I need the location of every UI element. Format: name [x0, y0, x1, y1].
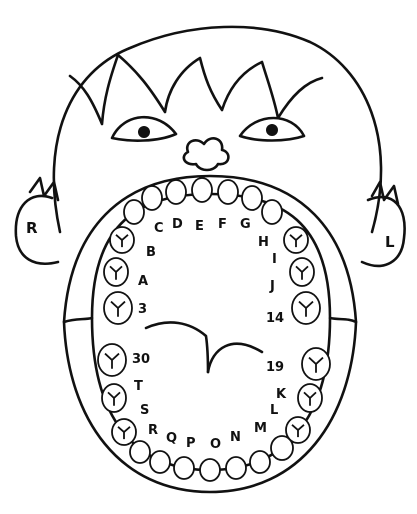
cheek-line-left — [330, 318, 356, 322]
upper-tooth-9 — [242, 186, 262, 210]
left-pupil — [266, 124, 278, 136]
tooth-label-N: N — [230, 430, 241, 445]
upper-tooth-6 — [166, 180, 186, 204]
lower-tooth-6 — [174, 457, 194, 479]
tooth-label-D: D — [172, 217, 183, 232]
nose — [184, 138, 229, 170]
tooth-label-E: E — [195, 219, 204, 234]
upper-tooth-8 — [218, 180, 238, 204]
tooth-label-J: J — [269, 279, 275, 294]
tooth-label-P: P — [186, 436, 196, 451]
upper-tooth-5 — [142, 186, 162, 210]
lower-tooth-9 — [250, 451, 270, 473]
teeth-group — [98, 178, 330, 481]
head-outline — [54, 27, 381, 232]
tooth-label-H: H — [258, 235, 269, 250]
tooth-label-3: 3 — [138, 302, 147, 317]
tongue-right — [208, 344, 262, 372]
tooth-label-L: L — [270, 403, 278, 418]
tooth-label-K: K — [276, 387, 287, 402]
side-label-right: R — [26, 219, 38, 237]
tooth-label-C: C — [154, 221, 164, 236]
lower-tooth-4 — [130, 441, 150, 463]
upper-tooth-10 — [262, 200, 282, 224]
lower-tooth-5 — [150, 451, 170, 473]
tooth-label-30: 30 — [132, 352, 150, 367]
tooth-label-A: A — [138, 274, 148, 289]
tooth-label-Q: Q — [166, 431, 177, 446]
cheek-line-right — [64, 318, 92, 322]
tooth-label-R: R — [148, 423, 158, 438]
upper-tooth-4 — [124, 200, 144, 224]
upper-tooth-7 — [192, 178, 212, 202]
tooth-label-14: 14 — [266, 311, 284, 326]
tooth-label-G: G — [240, 217, 251, 232]
lower-tooth-8 — [226, 457, 246, 479]
tooth-label-19: 19 — [266, 360, 284, 375]
tooth-label-O: O — [210, 437, 221, 452]
tooth-label-B: B — [146, 245, 156, 260]
lower-tooth-7 — [200, 459, 220, 481]
tooth-label-S: S — [140, 403, 149, 418]
side-label-left: L — [385, 233, 395, 251]
hair-strands — [70, 55, 322, 124]
tooth-label-T: T — [134, 379, 143, 394]
tooth-label-F: F — [218, 217, 227, 232]
left-ear — [362, 197, 405, 266]
tongue — [146, 322, 208, 372]
tooth-label-M: M — [254, 421, 267, 436]
tooth-label-I: I — [272, 252, 277, 267]
right-pupil — [138, 126, 150, 138]
